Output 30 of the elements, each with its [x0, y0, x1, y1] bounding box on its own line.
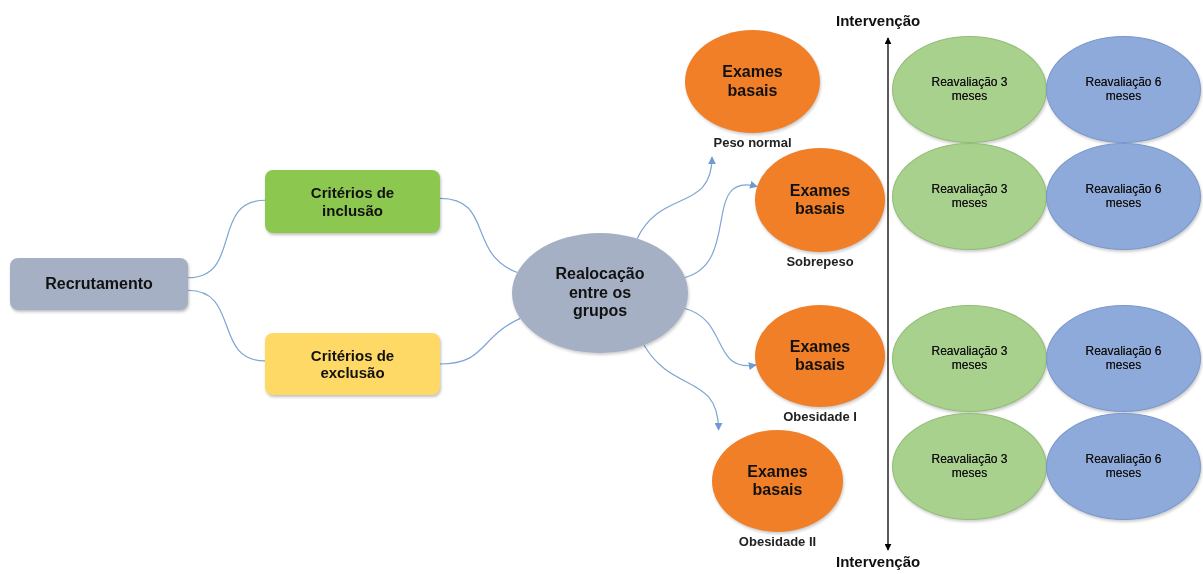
node-label: Recrutamento: [44, 274, 154, 294]
connector-line: [439, 317, 521, 365]
node-label: Exames basais: [788, 337, 852, 375]
node-label: Exames basais: [746, 462, 809, 500]
arrow: [684, 307, 757, 370]
node-label: Reavaliação 6 meses: [1084, 344, 1163, 373]
node-label: Exames basais: [721, 63, 784, 100]
arrow: [636, 156, 716, 240]
node-label: Realocação entre os grupos: [554, 265, 646, 321]
axis-label: Intervenção: [836, 12, 921, 29]
node-label: Reavaliação 3 meses: [930, 182, 1009, 211]
connector-line: [187, 289, 266, 362]
node-label: Exames basais: [788, 181, 852, 219]
arrow: [643, 344, 722, 431]
node-label: Reavaliação 6 meses: [1084, 452, 1163, 481]
group-label: Obesidade I: [783, 409, 857, 424]
connector-line: [187, 199, 266, 279]
arrow: [684, 181, 758, 279]
node-label: Critérios de inclusão: [309, 184, 396, 219]
node-label: Reavaliação 6 meses: [1084, 75, 1163, 104]
group-label: Peso normal: [713, 135, 792, 150]
node-label: Reavaliação 3 meses: [930, 344, 1009, 373]
group-label: Obesidade II: [738, 534, 817, 549]
axis-label: Intervenção: [836, 553, 921, 570]
node-label: Reavaliação 3 meses: [930, 75, 1009, 104]
node-label: Critérios de exclusão: [309, 346, 396, 382]
connector-line: [439, 197, 518, 274]
group-label: Sobrepeso: [786, 254, 854, 269]
node-label: Reavaliação 3 meses: [930, 452, 1009, 481]
node-label: Reavaliação 6 meses: [1084, 182, 1163, 211]
